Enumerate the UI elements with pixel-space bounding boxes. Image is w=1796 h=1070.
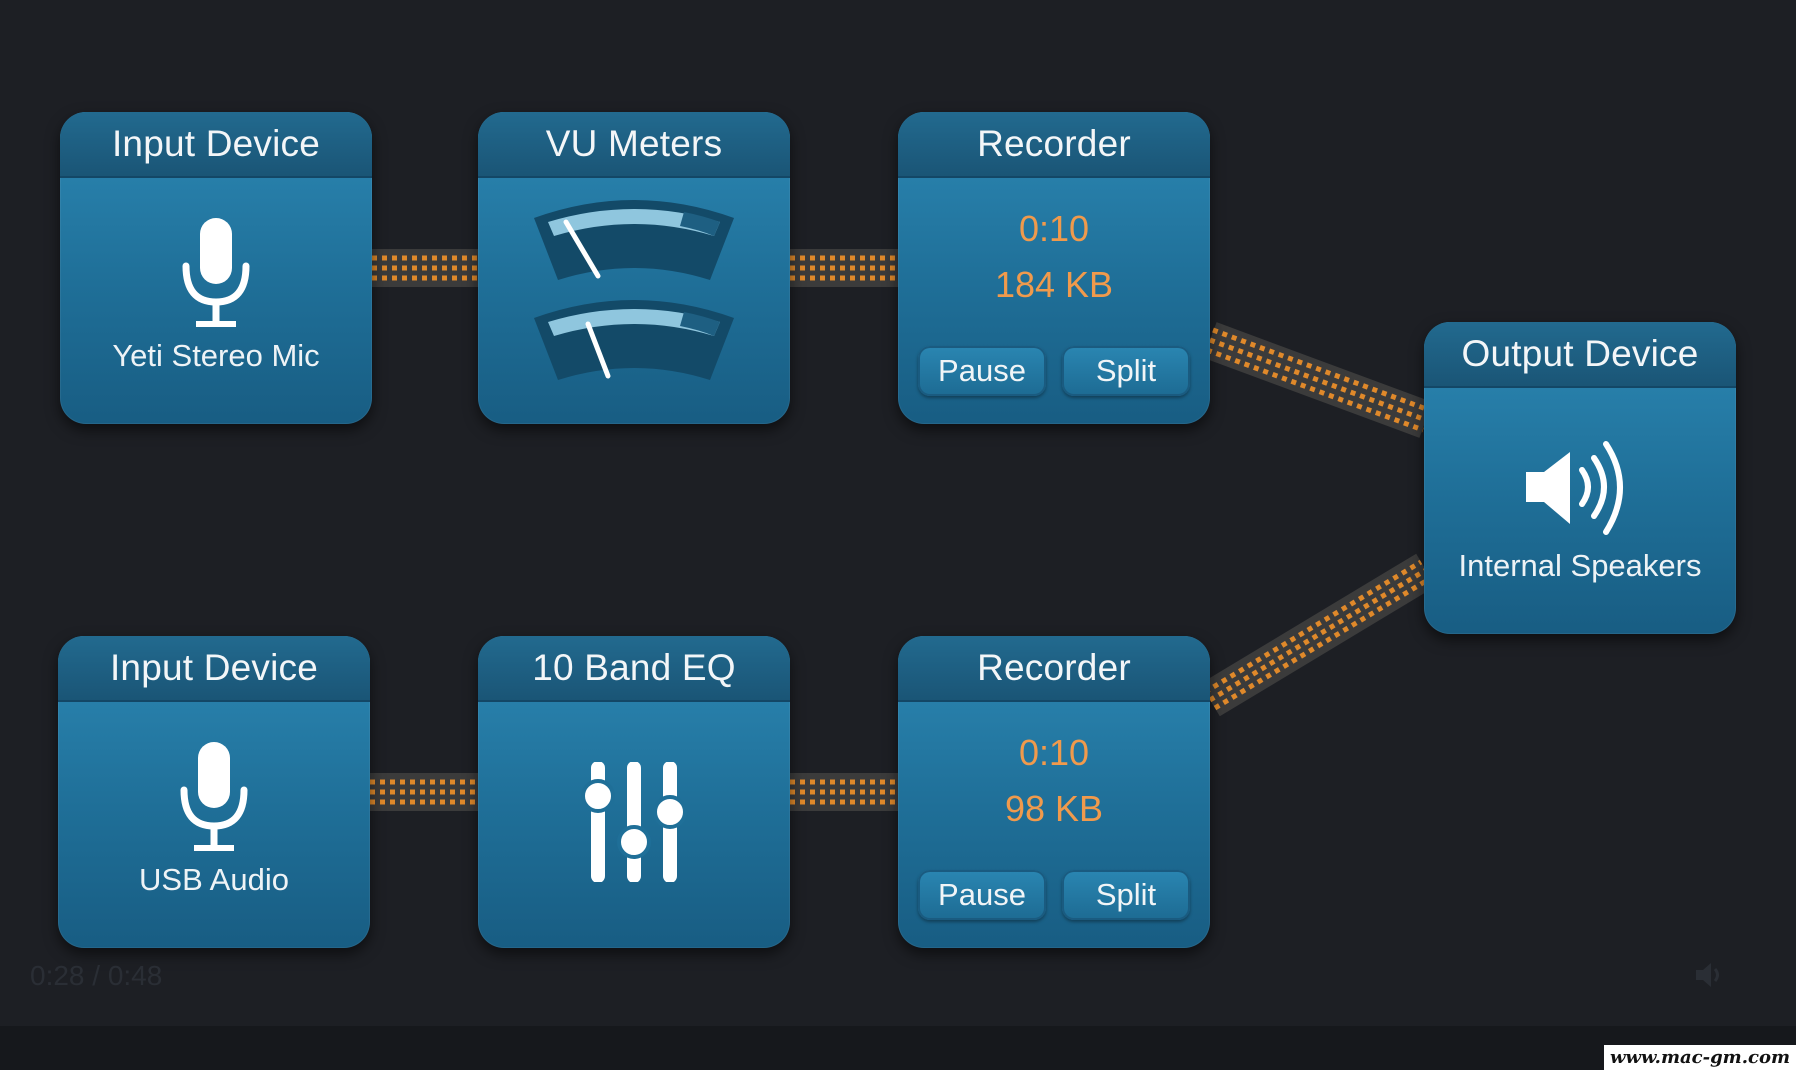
device-name: Yeti Stereo Mic [112,338,320,373]
wire-eq-to-recorder2 [790,773,900,811]
player-bottom-bar [0,1026,1796,1070]
vu-meters-icon [534,200,734,380]
device-name: Internal Speakers [1458,548,1702,583]
recorder-box-2[interactable]: Recorder 0:10 98 KB Pause Split [898,636,1210,948]
speaker-icon [1526,441,1623,535]
microphone-icon [180,742,248,851]
microphone-icon [182,218,250,327]
wire-recorder1-to-output [1203,322,1433,438]
recording-time: 0:10 [1018,208,1090,249]
split-button[interactable]: Split [1062,346,1190,396]
pause-button[interactable]: Pause [918,870,1046,920]
recording-time: 0:10 [1018,732,1090,773]
input-device-box-2[interactable]: Input Device USB Audio [58,636,370,948]
pause-button[interactable]: Pause [918,346,1046,396]
recording-size: 98 KB [1004,788,1104,829]
box-title: Input Device [60,112,372,178]
box-title: 10 Band EQ [478,636,790,702]
device-name: USB Audio [139,862,289,897]
box-title: Output Device [1424,322,1736,388]
watermark-text: www.mac-gm.com [1604,1045,1796,1070]
output-device-box[interactable]: Output Device Internal Speakers [1424,322,1736,634]
split-button[interactable]: Split [1062,870,1190,920]
playback-timestamp: 0:28 / 0:48 [30,960,163,991]
equalizer-sliders-icon [581,762,687,882]
recorder-box-1[interactable]: Recorder 0:10 184 KB Pause Split [898,112,1210,424]
wire-vu-to-recorder1 [790,249,900,287]
wire-mic2-to-eq [370,773,480,811]
volume-icon[interactable] [1692,958,1726,992]
wire-recorder2-to-output [1200,553,1436,717]
wire-mic1-to-vu [372,249,480,287]
box-title: VU Meters [478,112,790,178]
box-title: Recorder [898,112,1210,178]
box-title: Recorder [898,636,1210,702]
input-device-box-1[interactable]: Input Device Yeti Stereo Mic [60,112,372,424]
box-title: Input Device [58,636,370,702]
vu-meters-box[interactable]: VU Meters [478,112,790,424]
recording-size: 184 KB [994,264,1114,305]
eq-box[interactable]: 10 Band EQ [478,636,790,948]
